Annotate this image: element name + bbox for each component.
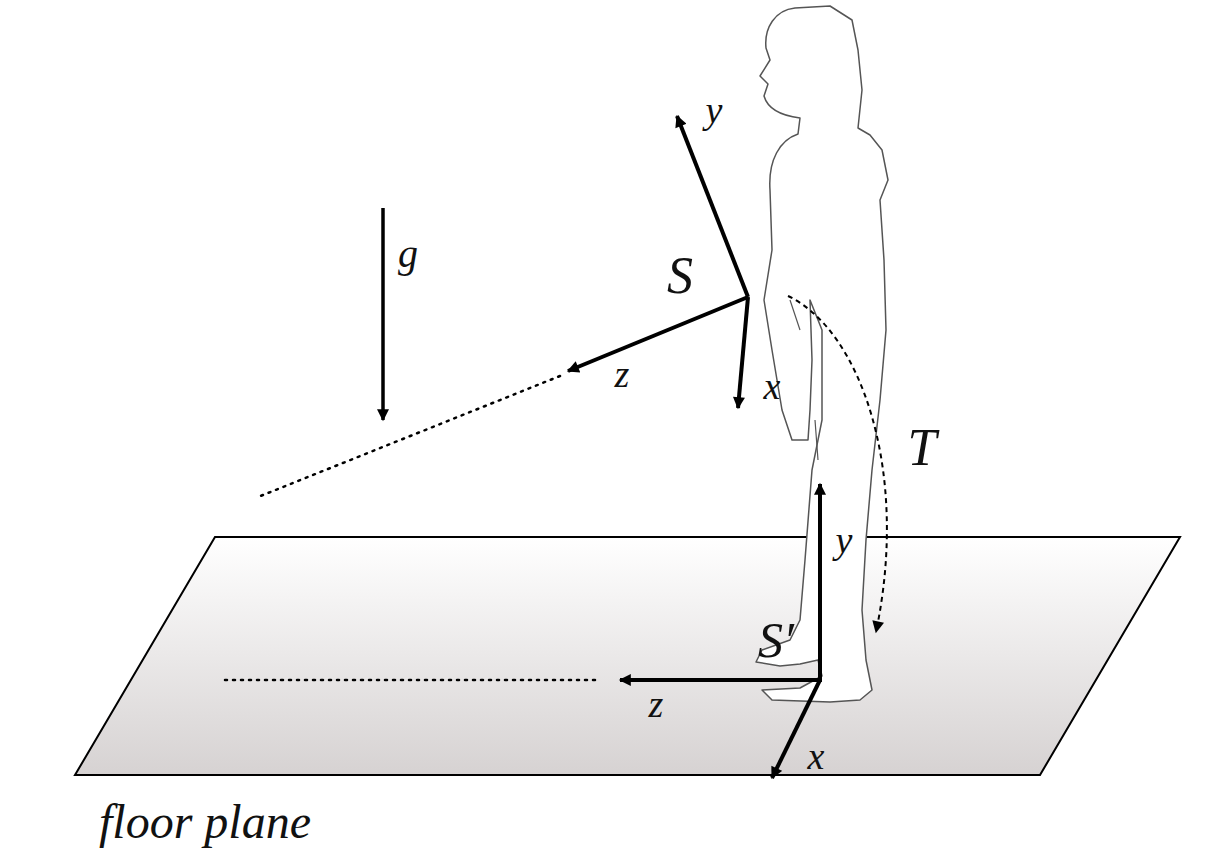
gravity-arrow bbox=[381, 208, 385, 420]
frame-s-axes bbox=[568, 116, 748, 408]
axis-label: z bbox=[615, 355, 630, 393]
transform-label: T bbox=[908, 422, 937, 474]
body-detail bbox=[790, 300, 818, 460]
person-silhouette bbox=[756, 6, 888, 702]
axis-label: z bbox=[649, 685, 664, 723]
caption-label: floor plane bbox=[99, 798, 311, 846]
frame-label: S bbox=[667, 250, 693, 302]
z-axis-extension bbox=[225, 679, 595, 682]
axis-label: x bbox=[808, 737, 825, 775]
axis-label: x bbox=[764, 367, 781, 405]
floor-plane bbox=[75, 537, 1180, 775]
vector-label: g bbox=[398, 234, 418, 274]
frame-label: S′ bbox=[758, 615, 794, 665]
z-axis-extension bbox=[258, 376, 560, 497]
transform-arrow bbox=[788, 296, 887, 632]
axis-label: y bbox=[836, 521, 853, 559]
frame-s-prime-axes bbox=[620, 484, 820, 778]
axis-label: y bbox=[706, 91, 723, 129]
